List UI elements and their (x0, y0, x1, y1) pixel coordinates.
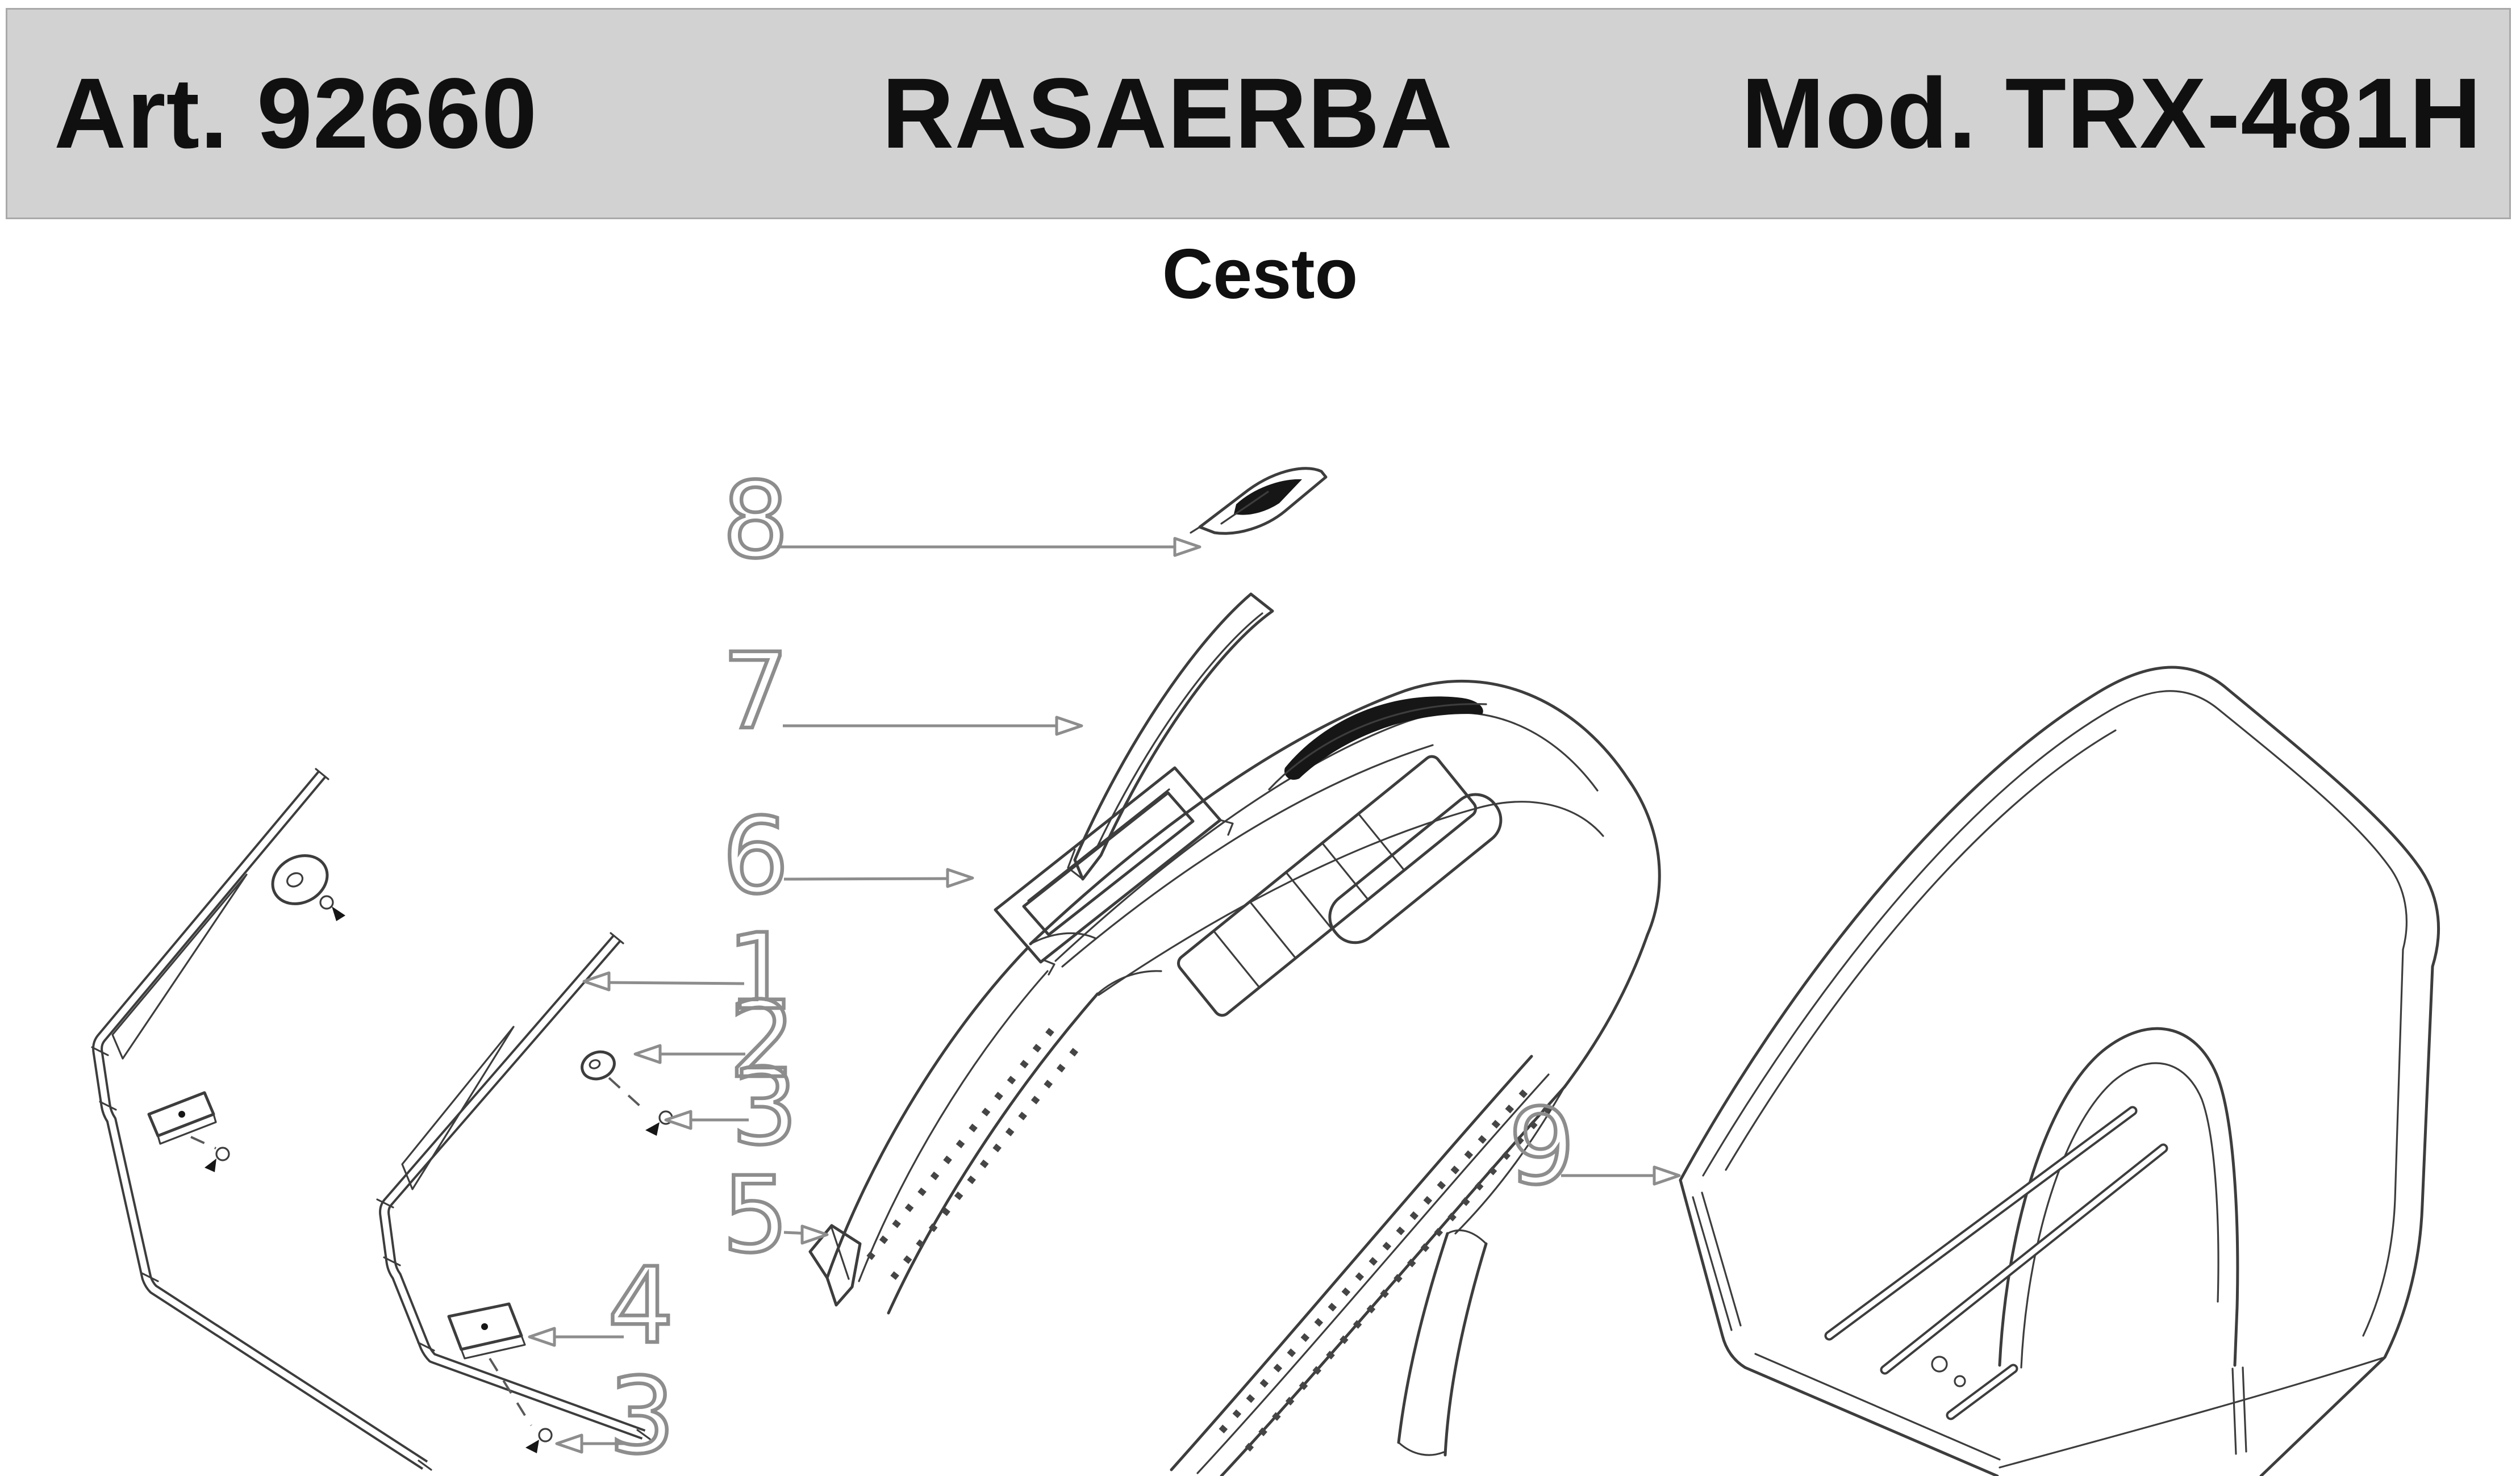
callout-2-number: 2 (729, 980, 795, 1101)
cover-assembly-drawing (808, 467, 1661, 1476)
callout-3-number: 3 (731, 1047, 798, 1168)
screw-part3-upper-drawing (645, 1110, 673, 1136)
washer-part2-drawing (581, 1050, 616, 1081)
callout-9-number: 9 (1508, 1086, 1575, 1208)
screw-top-drawing (319, 895, 345, 921)
callout-5-number: 5 (722, 1155, 788, 1276)
trim-part7-drawing (1067, 592, 1274, 881)
clip-part8-drawing (1190, 467, 1328, 535)
callout-6-arrow (946, 868, 974, 888)
callout-1-number: 1 (727, 911, 793, 1033)
callout-7-number: 7 (722, 631, 788, 752)
screw-part3-lower-drawing (525, 1428, 553, 1453)
callout-3-number: 3 (608, 1356, 675, 1476)
callout-8-number: 8 (722, 460, 788, 582)
title-bar: Art. 92660 RASAERBA Mod. TRX-481H (6, 8, 2511, 219)
callout-4-number: 4 (607, 1245, 674, 1367)
callout-9-arrow (1653, 1165, 1681, 1186)
callout-4-arrow (528, 1327, 556, 1347)
callout-5-arrow (800, 1224, 829, 1245)
callout-3-arrow (555, 1433, 583, 1454)
plate-mid-drawing (147, 1091, 230, 1172)
basket-drawing (1679, 666, 2440, 1476)
callout-1-arrow (582, 971, 611, 992)
callout-8-arrow (1173, 537, 1201, 557)
callout-7-arrow (1055, 716, 1083, 736)
callout-1-leader (604, 981, 745, 985)
frame-assembly-drawing (91, 768, 673, 1471)
handle-channel (1176, 755, 1503, 1017)
washer-top-drawing (271, 854, 329, 905)
article-number: Art. 92660 (54, 58, 538, 169)
callout-2-arrow (633, 1044, 662, 1064)
callout-6-number: 6 (722, 796, 788, 917)
plate-part4-drawing (447, 1302, 532, 1427)
page-title: Cesto (1162, 235, 1358, 313)
model-number: Mod. TRX-481H (1741, 58, 2482, 169)
product-name: RASAERBA (882, 58, 1453, 169)
vent-slot (1284, 696, 1483, 780)
callout-3-arrow (664, 1110, 692, 1130)
cover-body-drawing (808, 679, 1661, 1476)
assembly-axis-2-3 (608, 1077, 646, 1112)
